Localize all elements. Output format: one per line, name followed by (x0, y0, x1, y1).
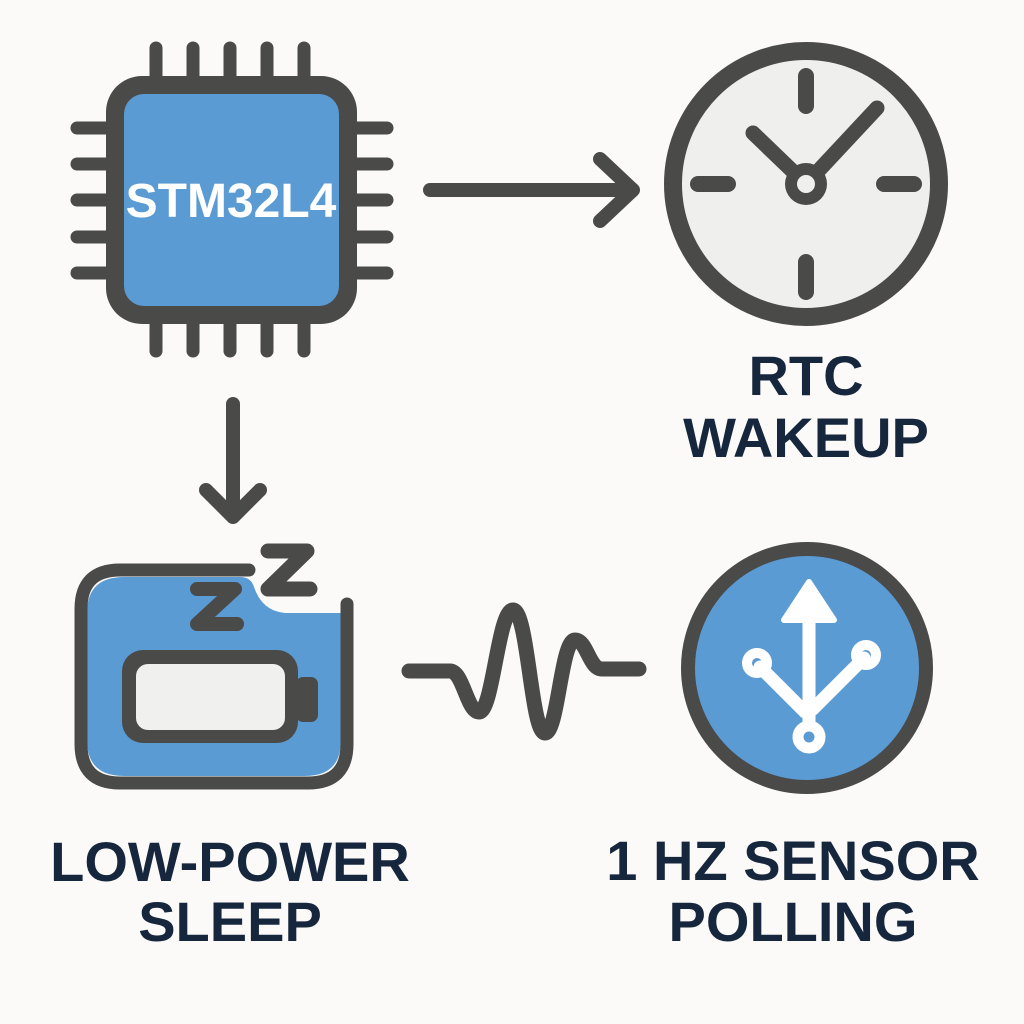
polling-caption-line2: POLLING (669, 890, 918, 953)
usb-node-left (742, 648, 772, 678)
sleep-outline (74, 563, 354, 790)
battery-terminal (296, 677, 318, 722)
chip-pins-left (70, 121, 118, 280)
microcontroller-chip-icon: STM32L4 (70, 41, 394, 358)
sleep-caption-line1: LOW-POWER (50, 830, 410, 893)
arrow-down-head (199, 483, 267, 524)
clock-ticks (690, 68, 922, 300)
pulse-waveform-icon (401, 602, 647, 741)
battery-icon (122, 650, 318, 743)
rtc-caption-line1: RTC (748, 344, 863, 407)
arrow-chip-to-clock (423, 152, 640, 228)
usb-node-bottom (792, 720, 826, 754)
usb-branch-left (753, 660, 812, 719)
sleep-caption: LOW-POWER SLEEP (50, 830, 410, 953)
arrow-chip-to-sleep (199, 397, 267, 524)
clock-hub-inner (797, 175, 815, 193)
clock-icon (664, 42, 948, 326)
chip-die (124, 94, 339, 306)
sleep-zz-icon (190, 543, 318, 631)
chip-pins-right (346, 121, 394, 280)
usb-node-right (851, 640, 881, 670)
battery-cell (136, 664, 285, 730)
sleep-caption-line2: SLEEP (138, 890, 322, 953)
polling-caption-line1: 1 HZ SENSOR (606, 829, 979, 892)
rtc-caption: RTC WAKEUP (683, 344, 929, 469)
sleep-z-small (190, 582, 244, 631)
usb-trident (742, 579, 881, 754)
rtc-caption-line2: WAKEUP (683, 406, 929, 469)
sleeping-battery-icon (74, 543, 354, 790)
arrow-right-head (593, 152, 640, 228)
chip-label: STM32L4 (126, 175, 337, 228)
usb-branch-right (806, 651, 871, 716)
sleep-z-large (260, 543, 318, 597)
usb-arrowhead (781, 579, 837, 623)
usb-sensor-icon (681, 542, 933, 794)
polling-caption: 1 HZ SENSOR POLLING (606, 829, 979, 953)
